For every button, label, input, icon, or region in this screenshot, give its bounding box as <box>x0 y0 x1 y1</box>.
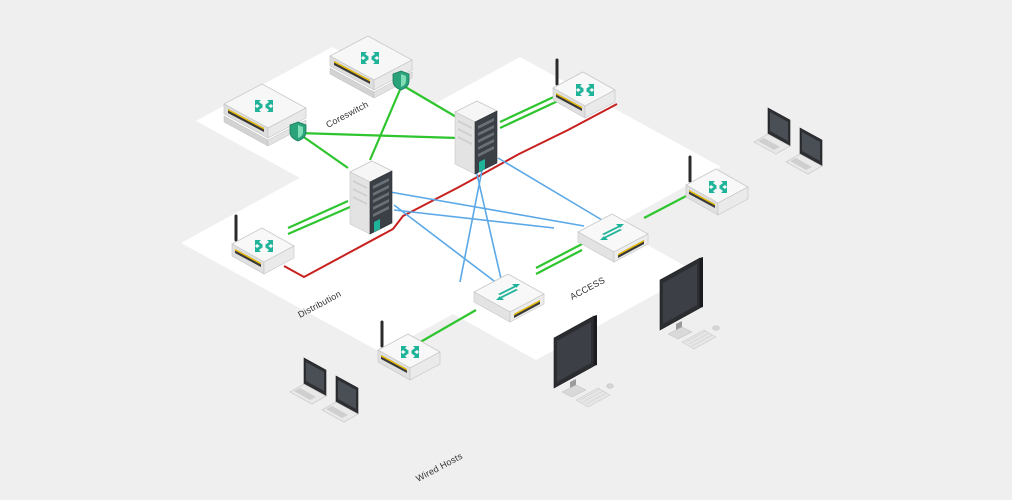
laptop-icon <box>785 127 823 175</box>
laptop-icon <box>321 375 359 423</box>
firewall-icon <box>392 70 410 91</box>
green-links <box>287 84 691 349</box>
server-icon <box>349 160 393 235</box>
core-layer-plane <box>196 47 456 189</box>
firewall-icon <box>289 121 307 142</box>
blue-links <box>389 157 603 285</box>
distribution-layer-plane <box>181 57 721 353</box>
wired-hosts-label: Wired Hosts <box>414 451 464 484</box>
red-links <box>283 103 618 279</box>
server-icon <box>454 100 498 175</box>
laptop-icon <box>753 107 791 155</box>
laptop-icon <box>289 357 327 405</box>
